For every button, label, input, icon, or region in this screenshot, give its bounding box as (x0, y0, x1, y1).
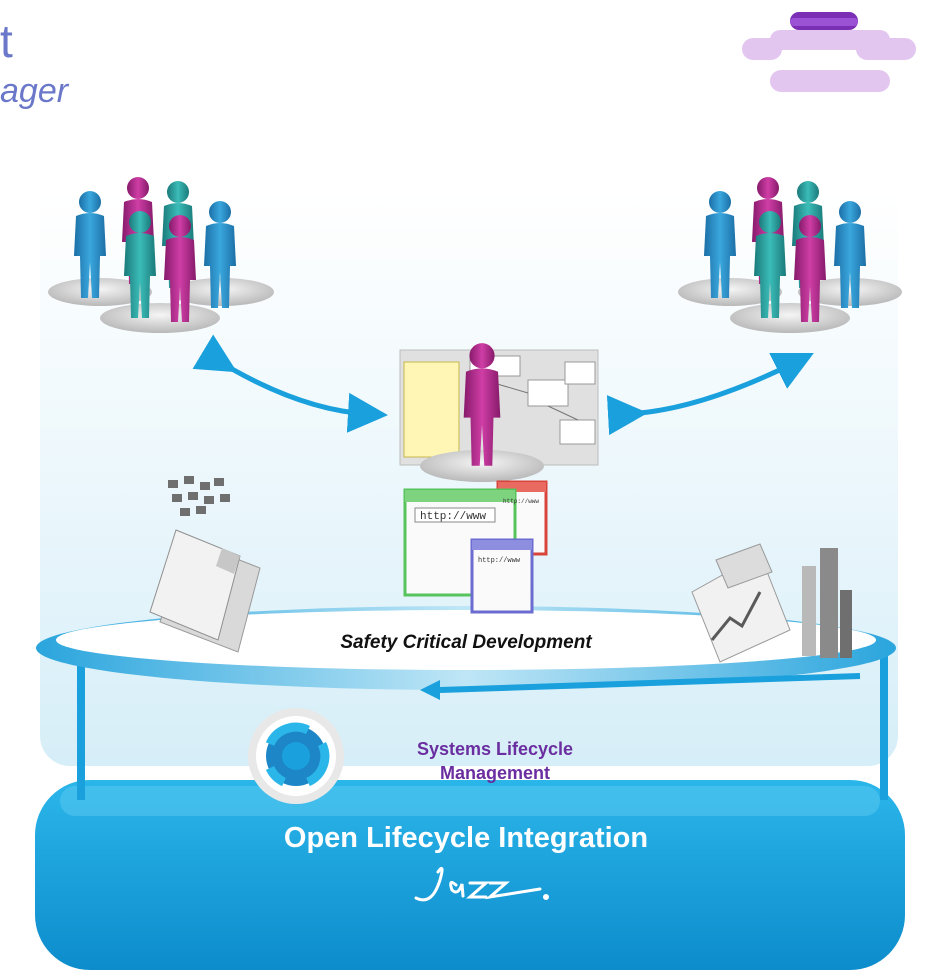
model-diagram-backdrop (399, 349, 599, 466)
page-subtitle: ager (0, 72, 69, 110)
jazz-logo-icon (414, 866, 549, 902)
svg-text:http://www: http://www (503, 498, 539, 505)
svg-text:http://www: http://www (478, 557, 521, 565)
integration-pill (35, 780, 905, 970)
lifecycle-label-line1: Systems Lifecycle (416, 739, 574, 759)
people-group-icon-left (48, 177, 274, 333)
integration-label: Open Lifecycle Integration (283, 822, 649, 854)
cluster-icon (168, 476, 230, 516)
charts-icon (691, 543, 852, 663)
center-label: Safety Critical Development (340, 632, 592, 653)
lifecycle-label: Systems Lifecycle Management (360, 737, 630, 785)
page-title: t (0, 15, 13, 67)
svg-text:http://www: http://www (420, 511, 486, 523)
browser-windows-icon: http://www http://www http://www (403, 480, 548, 614)
documents-icon (149, 529, 261, 653)
people-group-icon-right (678, 177, 902, 333)
refresh-cycle-icon (248, 708, 344, 804)
person-icon (420, 343, 544, 482)
lifecycle-label-line2: Management (439, 763, 551, 783)
